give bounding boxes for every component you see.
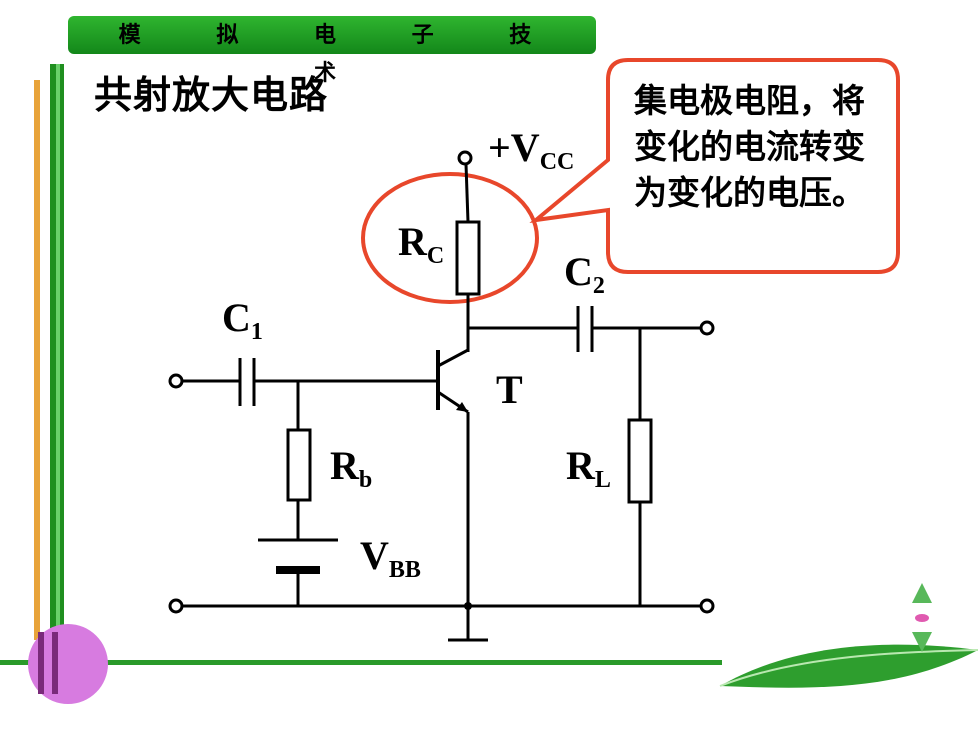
c2-label-sub: 2 xyxy=(592,273,605,299)
up-down-arrows-icon[interactable] xyxy=(912,583,932,652)
deco-circle xyxy=(28,624,108,704)
vbb-label-sub: BB xyxy=(388,557,421,583)
rl-resistor xyxy=(627,418,653,504)
rc-resistor xyxy=(455,220,481,296)
rl-label-main: R xyxy=(566,443,595,488)
rb-resistor xyxy=(286,428,312,502)
input-terminal xyxy=(168,373,184,389)
vbb-label-main: V xyxy=(360,533,389,578)
vcc-label-sub: CC xyxy=(539,149,575,175)
rb-label: Rb xyxy=(330,442,372,494)
slide-title: 共射放大电路 xyxy=(94,73,329,117)
rc-label-sub: C xyxy=(426,243,445,269)
c2-label: C2 xyxy=(564,248,605,300)
circuit xyxy=(168,150,715,642)
deco-bar-2 xyxy=(52,632,58,694)
c1-label: C1 xyxy=(222,294,263,346)
rl-label: RL xyxy=(566,442,611,494)
left-orange-bar xyxy=(34,80,40,640)
leaf-swoosh-icon xyxy=(720,644,978,688)
rc-highlight-circle xyxy=(361,172,539,304)
transistor-collector-lead xyxy=(437,348,469,368)
callout-box xyxy=(529,58,900,274)
c1-label-sub: 1 xyxy=(250,319,263,345)
output-terminal-top xyxy=(699,320,715,336)
vcc-label: +VCC xyxy=(488,124,574,176)
rc-label: RC xyxy=(398,218,444,270)
vcc-terminal xyxy=(457,150,473,166)
emitter-arrow-icon xyxy=(456,402,468,412)
vcc-wire xyxy=(464,163,470,223)
rl-label-sub: L xyxy=(594,467,611,493)
vbb-label: VBB xyxy=(360,532,421,584)
header-bar: 模 拟 电 子 技 术 xyxy=(68,16,596,86)
left-green-highlight xyxy=(56,64,60,644)
vcc-label-main: +V xyxy=(488,125,540,170)
header-title: 模 拟 电 子 技 术 xyxy=(118,22,566,86)
bottom-green-line xyxy=(0,660,722,665)
leaf-highlight xyxy=(719,649,979,687)
c2-label-main: C xyxy=(564,249,593,294)
input-terminal-bottom xyxy=(168,598,184,614)
callout-text: 集电极电阻，将变化的电流转变为变化的电压。 xyxy=(634,81,865,212)
rb-label-main: R xyxy=(330,443,359,488)
transistor-label: T xyxy=(496,367,523,412)
deco-bar-1 xyxy=(38,632,44,694)
output-terminal-bottom xyxy=(699,598,715,614)
rc-label-main: R xyxy=(398,219,427,264)
ground-junction-dot xyxy=(464,602,472,610)
c1-label-main: C xyxy=(222,295,251,340)
rb-label-sub: b xyxy=(358,467,373,493)
